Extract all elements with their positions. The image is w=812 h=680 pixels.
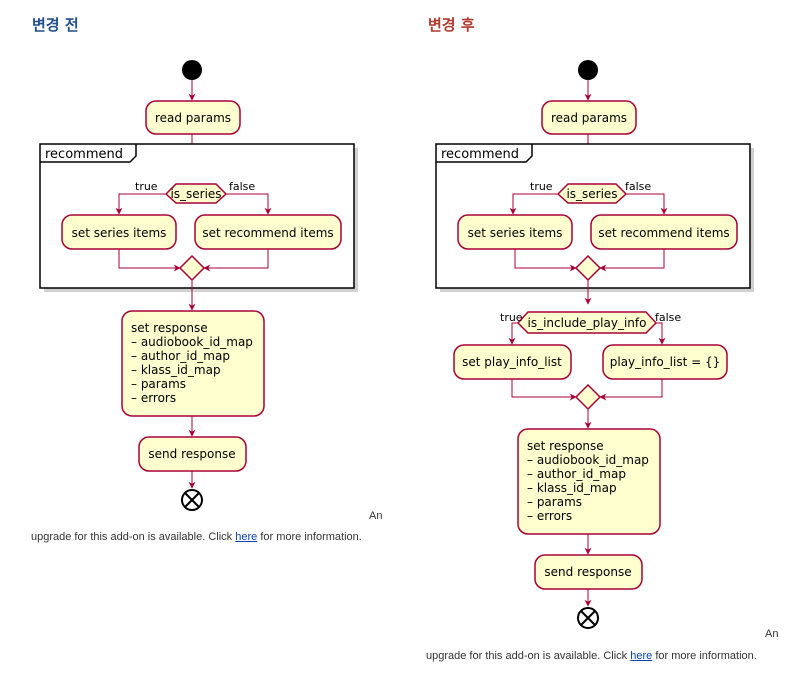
set-response-line: – author_id_map (131, 349, 230, 363)
read-params-label: read params (155, 111, 231, 125)
read-params-node (541, 100, 637, 135)
set-series-items-label: set series items (468, 226, 563, 240)
is-series-label: is_series (170, 187, 221, 201)
set-recommend-items-label: set recommend items (598, 226, 729, 240)
send-response-label: send response (148, 447, 235, 461)
upgrade-notice-text-end: for more information. (652, 650, 757, 662)
here-link[interactable]: here (630, 650, 653, 662)
edge (508, 322, 518, 345)
edge (115, 193, 166, 215)
set-recommend-items-label: set recommend items (202, 226, 333, 240)
true-label: true (135, 180, 158, 193)
after-heading: 변경 후 (428, 16, 475, 34)
after-diagram: read params recommend is_series true fal… (435, 60, 754, 629)
edge (203, 249, 269, 272)
edge (509, 193, 558, 215)
edge (514, 249, 577, 272)
frame-tab (40, 144, 137, 163)
edge (118, 249, 181, 272)
true-label: true (500, 311, 523, 324)
set-response-line: – params (527, 495, 582, 509)
edge (626, 193, 668, 215)
before-heading: 변경 전 (32, 16, 79, 34)
send-response-label: send response (544, 565, 631, 579)
set-series-items-label: set series items (72, 226, 167, 240)
set-response-line: – klass_id_map (131, 363, 221, 377)
frame-tab (436, 144, 533, 163)
set-response-line: – klass_id_map (527, 481, 617, 495)
set-response-line: – author_id_map (527, 467, 626, 481)
recommend-frame-label: recommend (441, 147, 519, 162)
edge (226, 193, 272, 215)
start-node (578, 60, 598, 80)
set-response-line: set response (527, 439, 604, 453)
merge-node (574, 383, 602, 411)
here-link[interactable]: here (235, 531, 258, 543)
set-response-line: – errors (527, 509, 572, 523)
end-node (577, 607, 599, 629)
upgrade-notice: upgrade for this add-on is available. Cl… (426, 650, 757, 662)
upgrade-notice-an: An (765, 628, 779, 640)
upgrade-notice-text-end: for more information. (257, 531, 362, 543)
start-node (182, 60, 202, 80)
upgrade-notice-text: upgrade for this add-on is available. Cl… (31, 531, 236, 543)
recommend-frame-label: recommend (45, 147, 123, 162)
set-response-line: set response (131, 321, 208, 335)
false-label: false (625, 180, 651, 193)
set-response-line: – params (131, 377, 186, 391)
upgrade-notice-text: upgrade for this add-on is available. Cl… (426, 650, 631, 662)
upgrade-notice-an: An (369, 510, 383, 522)
set-play-info-list-label: set play_info_list (462, 355, 562, 369)
edge (599, 249, 665, 272)
play-info-list-empty-node (602, 344, 728, 380)
set-response-line: – errors (131, 391, 176, 405)
set-response-node (121, 310, 265, 417)
set-response-line: – audiobook_id_map (527, 453, 649, 467)
false-label: false (655, 311, 681, 324)
edge (656, 322, 666, 345)
is-include-play-info-label: is_include_play_info (528, 316, 647, 330)
play-info-list-empty-label: play_info_list = {} (610, 355, 721, 369)
edge (599, 379, 663, 401)
false-label: false (229, 180, 255, 193)
read-params-node (145, 100, 241, 135)
true-label: true (530, 180, 553, 193)
edge (511, 379, 577, 401)
set-response-node (517, 428, 661, 535)
before-diagram: read params recommend is_series true fal… (39, 60, 358, 511)
read-params-label: read params (551, 111, 627, 125)
is-series-label: is_series (566, 187, 617, 201)
upgrade-notice: upgrade for this add-on is available. Cl… (31, 531, 362, 543)
end-node (181, 489, 203, 511)
set-response-line: – audiobook_id_map (131, 335, 253, 349)
